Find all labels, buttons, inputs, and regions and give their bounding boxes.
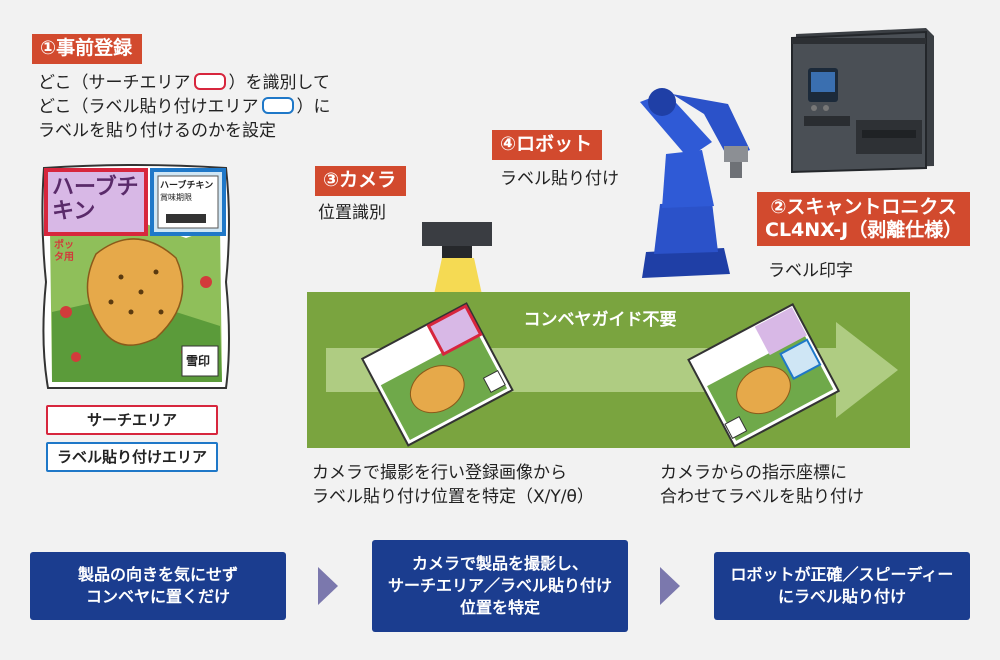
step2-tag-line1: ②スキャントロニクス — [770, 196, 957, 218]
search-area-swatch — [193, 73, 226, 90]
chevron-right-icon — [318, 567, 338, 605]
conveyor-package-right — [687, 303, 841, 448]
step2-tag-line2: CL4NX-J（剥離仕様） — [765, 219, 963, 241]
bottom-step-1-line1: 製品の向きを気にせず — [77, 565, 238, 584]
step1-line1-a: どこ（サーチエリア — [38, 73, 191, 93]
printer-illustration — [791, 28, 934, 174]
robot-arm-illustration — [640, 88, 750, 278]
caption-right-line2: 合わせてラベルを貼り付け — [660, 487, 864, 507]
step1-line1-b: ）を識別して — [228, 73, 331, 93]
legend-search-area: サーチエリア — [46, 405, 218, 435]
package-sticker-line: 賞味期限 — [160, 193, 192, 202]
conveyor-title: コンベヤガイド不要 — [523, 310, 677, 330]
bottom-step-3: ロボットが正確／スピーディー にラベル貼り付け — [714, 552, 970, 620]
step4-tag: ④ロボット — [492, 130, 603, 160]
label-area-swatch — [261, 97, 294, 114]
step2-tag: ②スキャントロニクス CL4NX-J（剥離仕様） — [757, 192, 971, 246]
step1-line2: どこ（ラベル貼り付けエリア ）に — [38, 96, 331, 119]
step2-desc: ラベル印字 — [768, 261, 853, 281]
product-package-illustration — [41, 164, 230, 389]
step3-tag: ③カメラ — [315, 166, 407, 196]
caption-right-line1: カメラからの指示座標に — [660, 463, 847, 483]
step1-line3: ラベルを貼り付けるのかを設定 — [38, 121, 276, 141]
bottom-step-3-line2: にラベル貼り付け — [777, 587, 906, 606]
conveyor-direction-arrow — [326, 322, 898, 418]
step1-tag: ①事前登録 — [32, 34, 143, 64]
legend-label-area: ラベル貼り付けエリア — [46, 442, 218, 472]
bottom-step-1: 製品の向きを気にせず コンベヤに置くだけ — [30, 552, 286, 620]
bottom-step-2-line1: カメラで製品を撮影し、 — [411, 554, 588, 573]
conveyor-package-left — [360, 302, 514, 447]
caption-left-line1: カメラで撮影を行い登録画像から — [312, 463, 567, 483]
package-name-text: ハーブチキン — [52, 175, 139, 224]
bottom-step-1-line2: コンベヤに置くだけ — [85, 587, 230, 606]
chevron-right-icon — [660, 567, 680, 605]
bottom-step-3-line1: ロボットが正確／スピーディー — [730, 565, 954, 584]
step1-line2-b: ）に — [296, 97, 331, 117]
step3-desc: 位置識別 — [318, 203, 386, 223]
bottom-step-2: カメラで製品を撮影し、 サーチエリア／ラベル貼り付け 位置を特定 — [372, 540, 628, 632]
step4-desc: ラベル貼り付け — [500, 169, 619, 189]
bottom-step-2-line2: サーチエリア／ラベル貼り付け — [387, 576, 612, 595]
package-corner-text: ポッタ用 — [54, 240, 74, 263]
package-sticker-title: ハーブチキン — [160, 181, 214, 191]
package-stamp-text: 雪印 — [186, 354, 211, 368]
step1-line1: どこ（サーチエリア ）を識別して — [38, 72, 330, 95]
step1-line2-a: どこ（ラベル貼り付けエリア — [38, 97, 259, 117]
caption-left-line2: ラベル貼り付け位置を特定（X/Y/θ） — [312, 487, 594, 507]
bottom-step-2-line3: 位置を特定 — [459, 598, 540, 617]
